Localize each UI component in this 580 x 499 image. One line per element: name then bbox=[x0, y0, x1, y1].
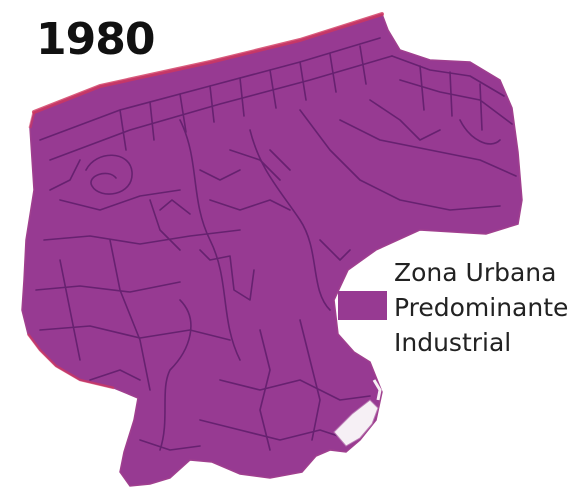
southern-border bbox=[27, 333, 115, 390]
legend: Zona Urbana Predominante Industrial bbox=[338, 258, 576, 368]
northern-border bbox=[32, 12, 384, 114]
unbuilt-patch bbox=[333, 399, 379, 447]
street-network bbox=[35, 37, 517, 451]
legend-swatch bbox=[338, 291, 387, 320]
legend-label-line-3: Industrial bbox=[394, 328, 512, 357]
legend-label-line-2: Predominante bbox=[394, 293, 569, 322]
legend-label-line-1: Zona Urbana bbox=[394, 258, 557, 287]
map-title: 1980 bbox=[36, 14, 155, 65]
